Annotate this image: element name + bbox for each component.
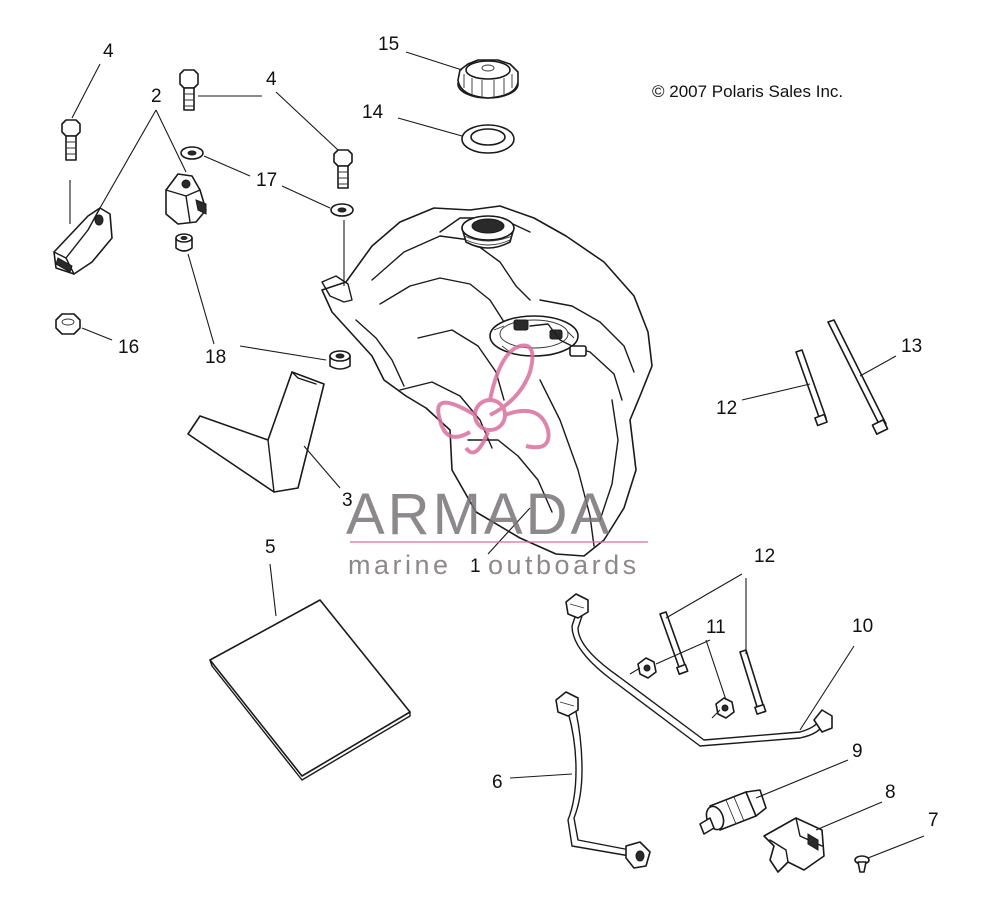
callout-1: 1	[470, 556, 481, 577]
fuel-cap[interactable]	[457, 59, 519, 99]
callout-2: 2	[151, 86, 162, 107]
callout-18: 18	[205, 347, 226, 368]
hose-clamp-upper[interactable]	[637, 657, 657, 679]
mounting-bracket-right[interactable]	[165, 173, 207, 225]
screw[interactable]	[854, 855, 870, 873]
callout-5: 5	[265, 537, 276, 558]
callout-12-lower: 12	[754, 546, 775, 567]
armada-logo-icon	[436, 343, 551, 455]
cap-seal-ring[interactable]	[461, 124, 515, 154]
callout-14: 14	[362, 102, 384, 123]
washer-right[interactable]	[330, 203, 354, 217]
callout-6: 6	[492, 772, 503, 793]
callout-3: 3	[342, 490, 353, 511]
washer-left[interactable]	[180, 146, 204, 160]
spacer-right[interactable]	[329, 350, 351, 370]
bolt-upper-center[interactable]	[179, 69, 199, 111]
callout-12-upper: 12	[716, 398, 737, 419]
callout-4-right: 4	[266, 69, 277, 90]
callout-9: 9	[852, 741, 863, 762]
callout-17: 17	[256, 170, 277, 191]
hose-clamp-lower[interactable]	[715, 697, 735, 719]
bolt-upper-right[interactable]	[333, 149, 353, 189]
spacer-left[interactable]	[175, 233, 193, 252]
callout-4-left: 4	[103, 41, 114, 62]
filter-holder-bracket[interactable]	[763, 817, 825, 873]
callout-13: 13	[901, 336, 922, 357]
cable-tie-upper[interactable]	[795, 349, 828, 427]
cable-tie-long[interactable]	[827, 319, 889, 435]
mounting-bracket-left[interactable]	[53, 207, 113, 275]
copyright-notice: © 2007 Polaris Sales Inc.	[652, 82, 843, 101]
cable-tie-lower-right[interactable]	[739, 649, 767, 715]
callout-16: 16	[118, 337, 139, 358]
callout-15: 15	[378, 34, 399, 55]
callout-labels: 1 2 3 4 4 5 6 7 8 9 10 11 12 12 13 14 15…	[103, 34, 939, 831]
armada-watermark: ARMADA marine outboards	[346, 343, 648, 580]
tank-pad-flat[interactable]	[209, 599, 411, 781]
watermark-tagline-left: marine	[348, 550, 452, 580]
nut[interactable]	[55, 313, 81, 335]
callout-11: 11	[706, 617, 726, 638]
fuel-line-lower[interactable]	[555, 691, 651, 869]
fuel-tank[interactable]	[321, 205, 653, 557]
cable-tie-lower-left[interactable]	[659, 611, 689, 675]
callout-7: 7	[928, 810, 939, 831]
watermark-brand: ARMADA	[346, 482, 612, 547]
bolt-upper-left[interactable]	[61, 119, 81, 161]
callout-10: 10	[852, 616, 873, 637]
callout-8: 8	[885, 782, 896, 803]
fuel-filter[interactable]	[699, 789, 767, 835]
tank-pad-l-shaped[interactable]	[187, 371, 325, 493]
fuel-line-upper[interactable]	[565, 593, 833, 747]
watermark-tagline-right: outboards	[488, 550, 640, 580]
leader-lines	[69, 51, 925, 859]
